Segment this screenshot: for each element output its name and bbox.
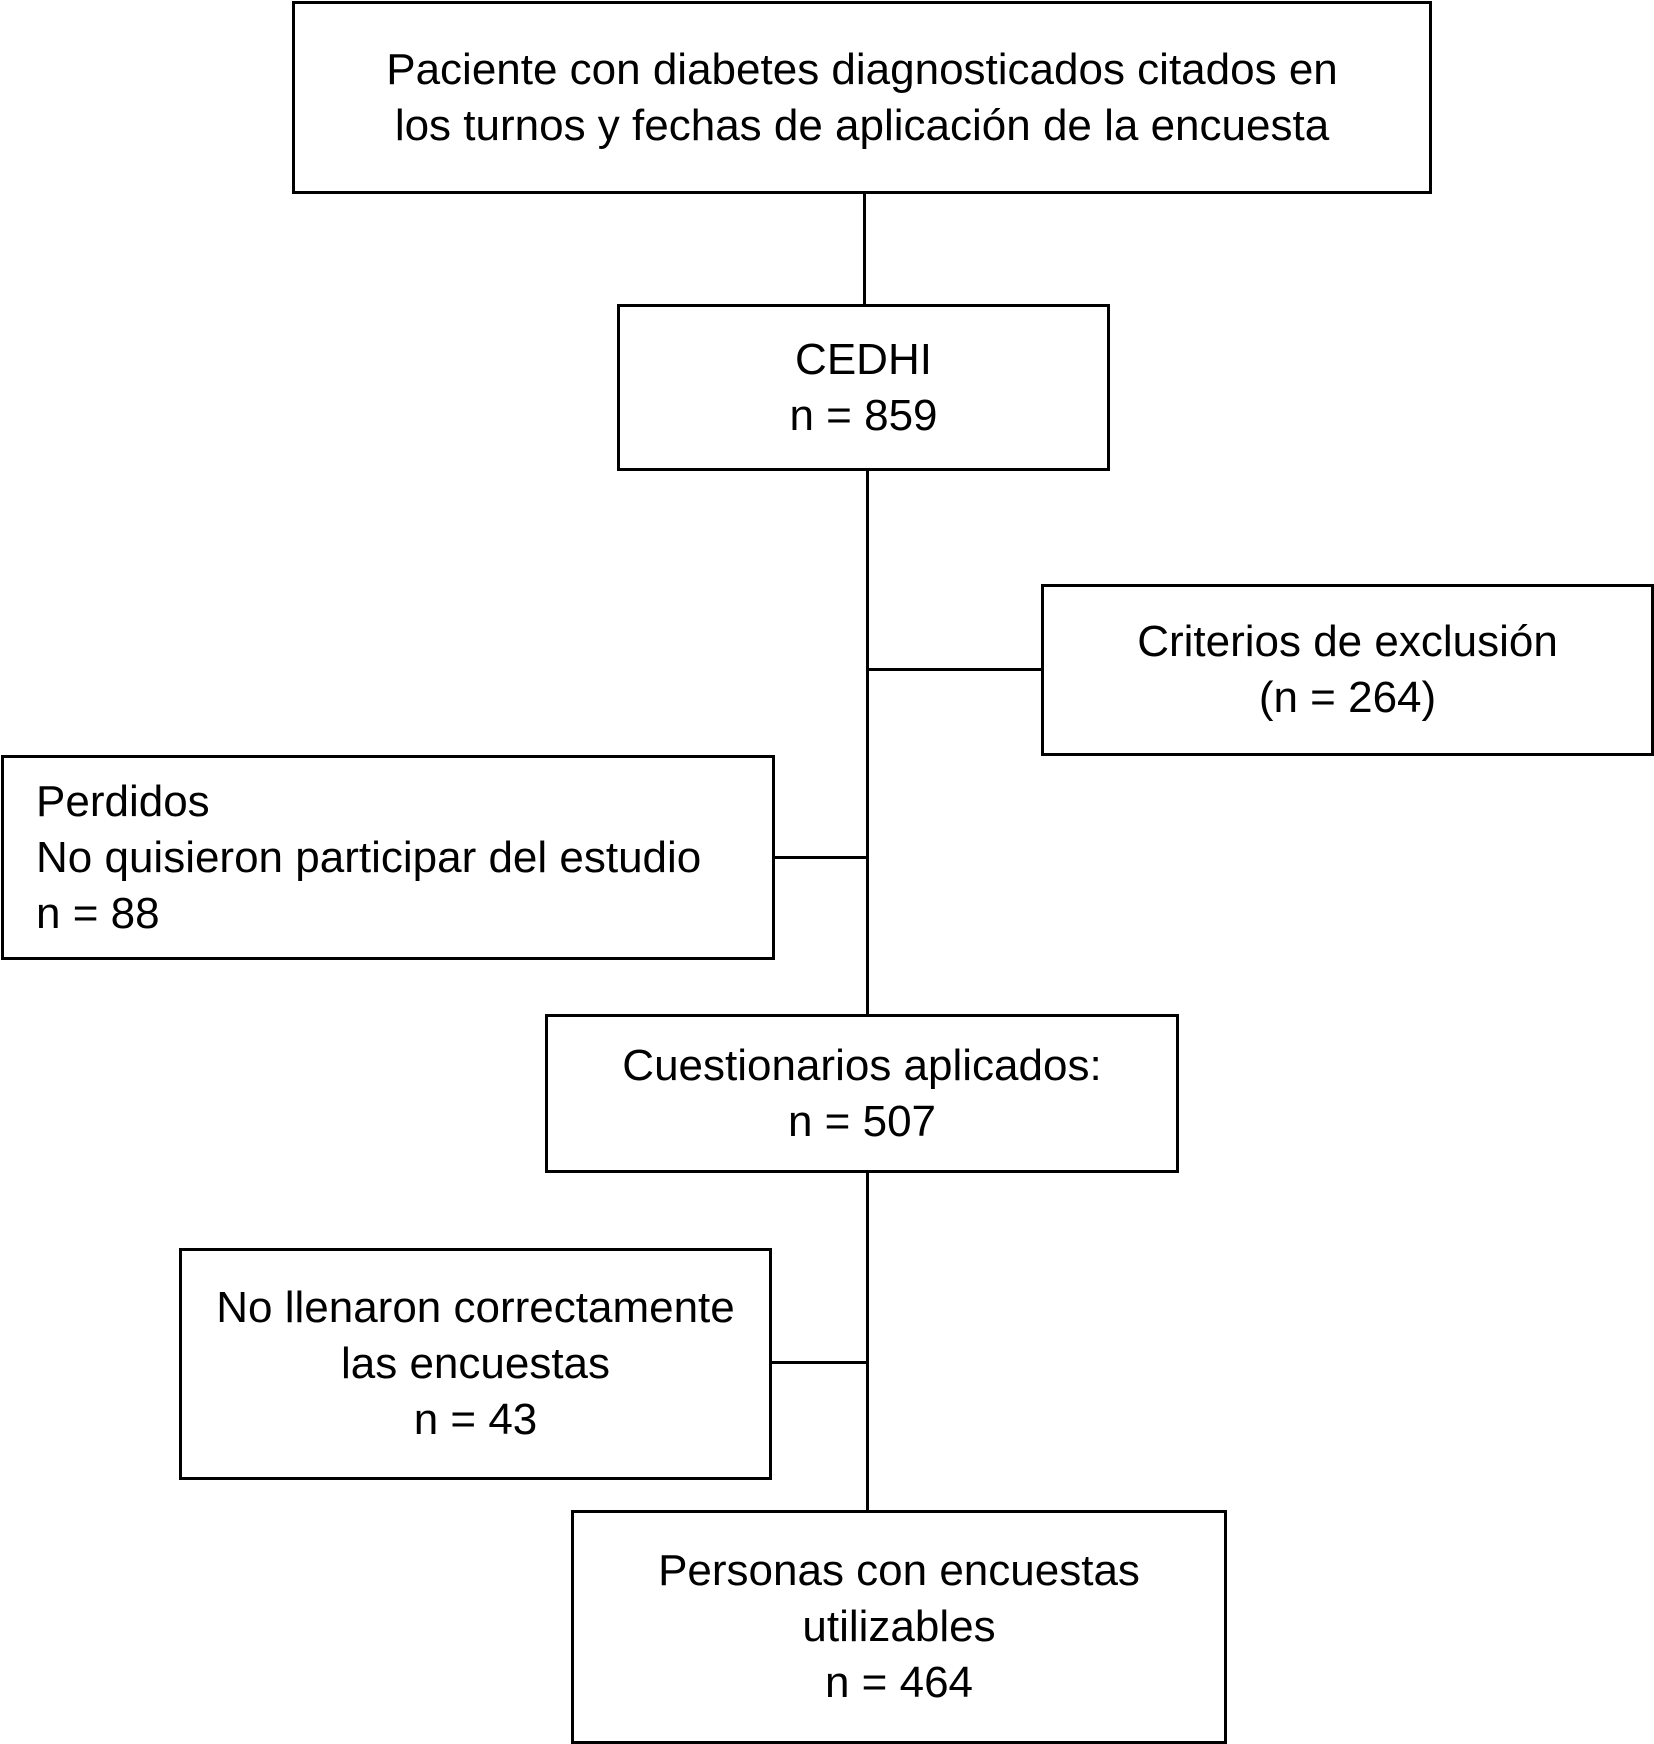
- lost-label: Perdidos: [36, 776, 210, 826]
- exclusion-box: Criterios de exclusión (n = 264): [1041, 584, 1654, 756]
- usable-label-line-2: utilizables: [802, 1602, 996, 1651]
- incorrect-count: n = 43: [413, 1395, 538, 1444]
- connector-to-incorrect: [770, 1361, 869, 1364]
- incorrect-label-line-2: las encuestas: [340, 1339, 611, 1388]
- exclusion-label: Criterios de exclusión: [1137, 617, 1558, 666]
- connector-to-lost: [773, 856, 869, 859]
- cedhi-count: n = 859: [789, 390, 938, 440]
- cedhi-label: CEDHI: [795, 334, 932, 384]
- connector-main-trunk-upper: [866, 469, 869, 1016]
- usable-count: n = 464: [824, 1658, 974, 1707]
- lost-reason: No quisieron participar del estudio: [36, 832, 702, 882]
- incorrectly-filled-box: No llenaron correctamente las encuestas …: [179, 1248, 772, 1480]
- usable-label-line-1: Personas con encuestas: [658, 1546, 1140, 1595]
- source-population-line-1: Paciente con diabetes diagnosticados cit…: [386, 44, 1338, 94]
- usable-surveys-box: Personas con encuestas utilizables n = 4…: [571, 1510, 1227, 1744]
- connector-to-exclusion: [866, 668, 1042, 671]
- applied-count: n = 507: [787, 1096, 937, 1146]
- connector-source-to-cedhi: [863, 192, 866, 304]
- source-population-box: Paciente con diabetes diagnosticados cit…: [292, 1, 1432, 194]
- cedhi-box: CEDHI n = 859: [617, 304, 1110, 471]
- source-population-line-2: los turnos y fechas de aplicación de la …: [394, 100, 1330, 150]
- incorrect-label-line-1: No llenaron correctamente: [216, 1283, 735, 1332]
- lost-participants-box: Perdidos No quisieron participar del est…: [1, 755, 775, 960]
- exclusion-count: (n = 264): [1258, 673, 1437, 722]
- questionnaires-applied-box: Cuestionarios aplicados: n = 507: [545, 1014, 1179, 1173]
- lost-count: n = 88: [36, 888, 160, 938]
- applied-label: Cuestionarios aplicados:: [622, 1040, 1102, 1090]
- connector-main-trunk-lower: [866, 1170, 869, 1512]
